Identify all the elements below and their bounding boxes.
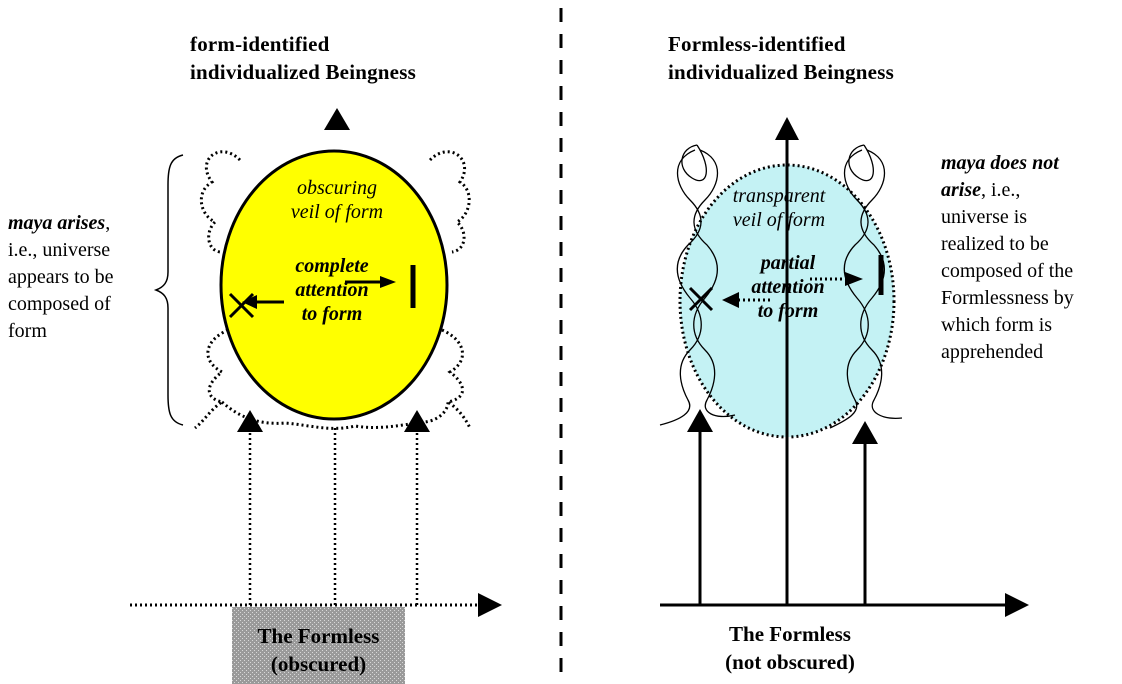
- left-title-line1: form-identified: [190, 32, 330, 56]
- right-x-mark-b: [688, 286, 714, 312]
- left-panel: [130, 108, 502, 684]
- right-veil-line1: transparent: [732, 185, 826, 207]
- right-side-bold-line1: maya does not: [941, 152, 1059, 174]
- left-obscuring-oval: [219, 149, 449, 421]
- left-side-rest: ,: [105, 212, 111, 234]
- right-attention-line2: attention: [751, 276, 825, 298]
- right-arrowhead-1: [687, 409, 713, 432]
- left-side-line5: form: [8, 320, 47, 342]
- left-attention-line2: attention: [295, 279, 369, 301]
- right-veil-line2: veil of form: [732, 209, 826, 231]
- left-bottom-line2: (obscured): [270, 652, 367, 676]
- left-top-arrowhead: [324, 108, 350, 130]
- left-axis-arrowhead: [478, 593, 502, 617]
- right-attention-arrowhead-left: [722, 292, 739, 308]
- left-dotted-arrowhead-3: [404, 410, 430, 432]
- right-attention-arrowhead-right: [845, 272, 863, 286]
- right-side-line4: realized to be: [941, 233, 1049, 255]
- right-attention-label: partial attention to form: [738, 251, 838, 323]
- right-attention-line1: partial: [760, 252, 816, 274]
- right-bottom-line1: The Formless: [729, 622, 851, 646]
- left-veil-line1: obscuring: [297, 177, 377, 199]
- left-title-line2: individualized Beingness: [190, 60, 416, 84]
- left-dotted-arrowhead-1: [237, 410, 263, 432]
- left-veil-line2: veil of form: [290, 201, 384, 223]
- left-attention-arrowhead-left: [242, 295, 257, 309]
- right-bottom-label: The Formless (not obscured): [700, 620, 880, 676]
- right-attention-line3: to form: [757, 300, 819, 322]
- left-attention-line1: complete: [295, 255, 369, 277]
- left-brace: [153, 154, 184, 426]
- right-strand-left-c: [681, 144, 708, 182]
- left-x-mark-b: [228, 292, 255, 319]
- right-strand-right-c: [848, 144, 875, 182]
- right-side-line7: which form is: [941, 314, 1053, 336]
- right-strand-left-b: [693, 149, 736, 418]
- right-title-line2: individualized Beingness: [668, 60, 894, 84]
- right-strand-right-b: [860, 149, 903, 419]
- right-side-line5: composed of the: [941, 260, 1074, 282]
- left-side-note: maya arises, i.e., universe appears to b…: [8, 210, 158, 345]
- right-arrowhead-center: [775, 117, 799, 140]
- left-obscured-box: [232, 607, 405, 684]
- right-veil-label: transparent veil of form: [714, 184, 844, 232]
- right-side-rest: , i.e.,: [981, 179, 1021, 201]
- left-side-line4: composed of: [8, 293, 111, 315]
- left-attention-label: complete attention to form: [272, 254, 392, 326]
- left-bottom-line1: The Formless: [257, 624, 380, 648]
- right-side-line3: universe is: [941, 206, 1028, 228]
- left-title: form-identified individualized Beingness: [190, 30, 416, 86]
- left-side-line2: i.e., universe: [8, 239, 111, 261]
- right-side-line8: apprehended: [941, 341, 1044, 363]
- right-title: Formless-identified individualized Being…: [668, 30, 894, 86]
- right-strand-right-a: [829, 149, 869, 429]
- right-title-line1: Formless-identified: [668, 32, 846, 56]
- right-side-line6: Formlessness by: [941, 287, 1074, 309]
- left-bottom-label: The Formless (obscured): [232, 622, 405, 678]
- left-veil-label: obscuring veil of form: [262, 176, 412, 224]
- right-bottom-line2: (not obscured): [725, 650, 855, 674]
- right-side-bold-line2: arise: [941, 179, 981, 201]
- right-axis-arrowhead: [1005, 593, 1029, 617]
- left-side-line3: appears to be: [8, 266, 114, 288]
- left-attention-line3: to form: [301, 303, 363, 325]
- right-arrowhead-3: [852, 421, 878, 444]
- right-strand-left-a: [659, 149, 702, 426]
- left-side-bold: maya arises: [8, 212, 106, 234]
- left-attention-arrowhead-right: [380, 276, 396, 288]
- right-panel: [659, 117, 1029, 617]
- right-side-note: maya does not arise, i.e., universe is r…: [941, 150, 1121, 366]
